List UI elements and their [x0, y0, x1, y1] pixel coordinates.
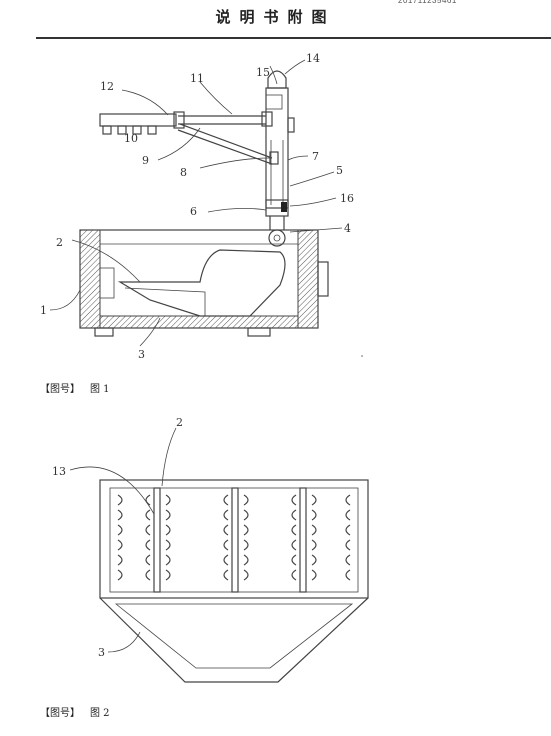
nozzle-bump	[243, 494, 249, 506]
nozzle-bump	[311, 494, 317, 506]
nozzle-bump	[291, 569, 297, 581]
vertical-column	[265, 87, 289, 209]
nozzle-bump	[311, 524, 317, 536]
nozzle-bump	[311, 554, 317, 566]
nozzle-bump	[117, 539, 123, 551]
document-number: 201711235461	[398, 0, 457, 5]
callout-label: 5	[336, 164, 343, 177]
nozzle-bump	[165, 524, 171, 536]
caption-tag: 【图号】	[40, 708, 80, 719]
callout-label: 2	[56, 236, 63, 249]
nozzle-bump	[345, 509, 351, 521]
caption-tag: 【图号】	[40, 384, 80, 395]
callout-label: 8	[180, 166, 187, 179]
callout-label: 11	[190, 72, 204, 85]
callout-label: 16	[340, 192, 354, 205]
callout-label: 12	[100, 80, 114, 93]
callout-label: 10	[124, 132, 138, 145]
nozzle-bump	[117, 494, 123, 506]
nozzle-bump	[243, 569, 249, 581]
nozzle-bump	[165, 554, 171, 566]
figure-2-caption: 【图号】图 2	[40, 704, 110, 719]
spray-head	[99, 113, 177, 127]
foot-right	[247, 327, 271, 337]
nozzle-bump	[291, 494, 297, 506]
nozzle-bump	[291, 509, 297, 521]
header-rule	[36, 37, 551, 39]
nozzle-bump	[165, 539, 171, 551]
hinge	[268, 229, 286, 247]
callout-label: 7	[312, 150, 319, 163]
figure-1-caption: 【图号】图 1	[40, 380, 110, 395]
divider-bars	[153, 487, 307, 593]
nozzle-bump	[223, 494, 229, 506]
nozzle-bump	[311, 569, 317, 581]
nozzle-bump	[311, 539, 317, 551]
lower-hopper	[99, 597, 369, 683]
figure-2-drawing: 2 13 3	[52, 416, 369, 683]
page-title: 说明书附图	[215, 8, 336, 26]
callout-label: 13	[52, 465, 66, 478]
nozzle-bump	[165, 494, 171, 506]
nozzle-bump	[165, 509, 171, 521]
lamp	[267, 70, 287, 89]
nozzle-bump	[243, 524, 249, 536]
callout-label: 14	[306, 52, 320, 65]
nozzle-bump	[117, 509, 123, 521]
side-knob	[317, 261, 329, 297]
callout-label: 9	[142, 154, 149, 167]
nozzle-bump	[311, 509, 317, 521]
screen-frame	[99, 479, 369, 599]
callout-label: 2	[176, 416, 183, 429]
nozzle-bump	[291, 554, 297, 566]
base-plate	[99, 315, 299, 329]
nozzle-bump	[145, 509, 151, 521]
callout-label: 15	[256, 66, 270, 79]
callout-label: 3	[138, 348, 145, 361]
nozzle-bump	[223, 524, 229, 536]
nozzle-bump	[145, 569, 151, 581]
right-wall	[297, 229, 319, 329]
nozzle-bump	[117, 524, 123, 536]
nozzle-bump	[345, 569, 351, 581]
nozzle-bump	[345, 494, 351, 506]
callout-label: 3	[98, 646, 105, 659]
nozzle-bump	[223, 539, 229, 551]
nozzle-bump	[243, 509, 249, 521]
callout-label: 6	[190, 205, 197, 218]
nozzle-rows	[117, 494, 351, 581]
nozzle-bump	[291, 539, 297, 551]
nozzle-bump	[165, 569, 171, 581]
nozzle-bump	[345, 554, 351, 566]
nozzle-bump	[223, 509, 229, 521]
nozzle-bump	[243, 539, 249, 551]
nozzle-bump	[291, 524, 297, 536]
callout-label: 1	[40, 304, 47, 317]
left-wall	[79, 229, 101, 329]
nozzle-bump	[145, 554, 151, 566]
nozzle-bump	[223, 569, 229, 581]
nozzle-bump	[345, 524, 351, 536]
nozzle-bump	[117, 569, 123, 581]
nozzle-bump	[117, 554, 123, 566]
nozzle-bump	[345, 539, 351, 551]
nozzle-bump	[145, 524, 151, 536]
nozzle-bump	[145, 539, 151, 551]
caption-label: 图 1	[90, 384, 110, 395]
nozzle-bump	[223, 554, 229, 566]
foot-left	[94, 327, 114, 337]
nozzle-bump	[145, 494, 151, 506]
hopper	[117, 249, 286, 317]
callout-label: 4	[344, 222, 351, 235]
caption-label: 图 2	[90, 708, 110, 719]
figure-1-drawing: 1 2 3 4 5 6 7 8 9 10 11 12 14 15 16	[40, 52, 363, 361]
nozzle-bump	[243, 554, 249, 566]
